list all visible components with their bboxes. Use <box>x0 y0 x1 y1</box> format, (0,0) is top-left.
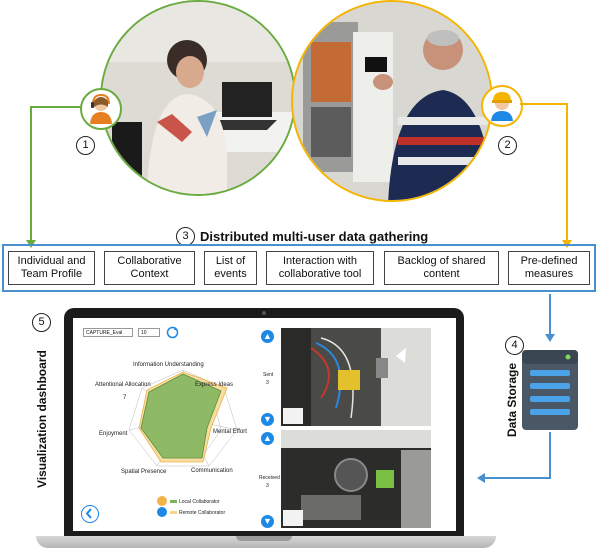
sent-count: 3 <box>266 380 269 386</box>
back-arrow-icon[interactable] <box>81 505 99 523</box>
legend-remote-label: Remote Collaborator <box>179 510 226 516</box>
radar-label-spatial: Spatial Presence <box>121 469 167 475</box>
step-4-badge: 4 <box>505 336 524 355</box>
box-interaction-tool: Interaction with collaborative tool <box>266 251 374 285</box>
data-storage-label: Data Storage <box>505 362 519 437</box>
radar-series-local <box>140 373 222 459</box>
shared-photo-received[interactable] <box>281 430 431 528</box>
radar-chart <box>128 369 238 467</box>
radar-label-express: Express Ideas <box>195 382 234 388</box>
radar-scale-label: 7 <box>123 395 127 401</box>
box-list-of-events: List of events <box>204 251 257 285</box>
session-input-value: CAPTURE_Eval <box>86 330 123 336</box>
shared-photo-sent[interactable] <box>281 328 431 426</box>
radar-label-communication: Communication <box>191 468 233 474</box>
visualization-label: Visualization dashboard <box>35 350 49 488</box>
radar-label-attentional: Attentional Allocation <box>95 382 151 388</box>
photo-local-collaborator <box>100 0 296 196</box>
down-arrow-icon[interactable]: ▼ <box>261 413 274 426</box>
laptop-base <box>36 536 496 548</box>
down-arrow-icon-2[interactable]: ▼ <box>261 515 274 528</box>
refresh-icon[interactable] <box>166 326 179 339</box>
step-2-badge: 2 <box>498 136 517 155</box>
box-backlog-shared-content: Backlog of shared content <box>384 251 499 285</box>
headset-person-icon <box>80 88 122 130</box>
legend-remote-swatch <box>170 511 177 514</box>
radar-label-enjoyment: Enjoyment <box>99 431 128 437</box>
id-input[interactable]: 10 <box>138 328 160 337</box>
legend-remote-avatar <box>157 507 167 517</box>
box-predefined-measures: Pre-defined measures <box>508 251 590 285</box>
photo-remote-collaborator <box>291 0 493 202</box>
step-1-badge: 1 <box>76 136 95 155</box>
received-count: 3 <box>266 483 269 489</box>
up-arrow-icon[interactable]: ▲ <box>261 330 274 343</box>
legend-local-swatch <box>170 500 177 503</box>
laptop-notch <box>236 536 292 541</box>
box-collaborative-context: Collaborative Context <box>104 251 195 285</box>
sent-label: Sent <box>263 372 274 378</box>
session-input[interactable]: CAPTURE_Eval <box>83 328 133 337</box>
worker-helmet-icon <box>481 85 523 127</box>
data-gathering-frame <box>2 244 596 292</box>
radar-label-mental: Mental Effort <box>213 429 247 435</box>
section-title: Distributed multi-user data gathering <box>200 229 429 244</box>
legend-local-avatar <box>157 496 167 506</box>
server-icon <box>520 348 580 432</box>
dashboard-screen: CAPTURE_Eval 10 Information Understandin… <box>73 318 456 531</box>
step-5-badge: 5 <box>32 313 51 332</box>
box-individual-team-profile: Individual and Team Profile <box>8 251 95 285</box>
received-label: Received <box>259 475 280 481</box>
legend-local-label: Local Collaborator <box>179 499 220 505</box>
radar-label-information: Information Understanding <box>133 362 204 368</box>
laptop-camera <box>262 311 266 315</box>
up-arrow-icon-2[interactable]: ▲ <box>261 432 274 445</box>
id-input-value: 10 <box>141 330 147 336</box>
